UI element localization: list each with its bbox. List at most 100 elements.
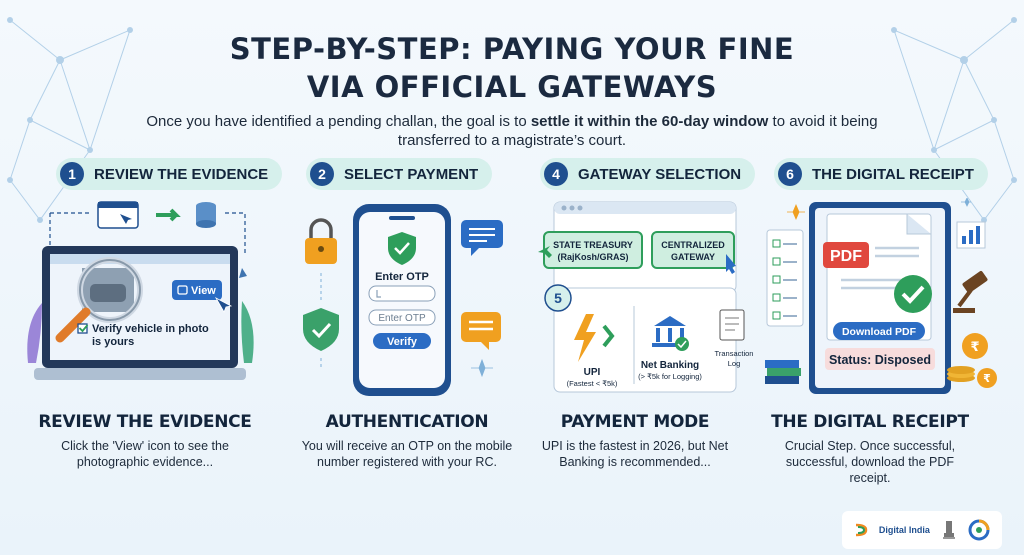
- caption-title: PAYMENT MODE: [560, 412, 710, 432]
- transaction-log-line2: Log: [728, 359, 741, 368]
- page-subtitle: Once you have identified a pending chall…: [140, 112, 884, 150]
- click-cursor-icon: [214, 296, 233, 313]
- status-text: Status: Disposed: [829, 353, 931, 367]
- ministry-logo-icon: [968, 519, 990, 541]
- svg-text:₹: ₹: [983, 373, 991, 385]
- sparkle-icon-3: [961, 198, 971, 207]
- otp-input-2[interactable]: [368, 309, 436, 326]
- step-label-6: THE DIGITAL RECEIPT: [812, 165, 974, 183]
- pdf-label: PDF: [830, 248, 862, 265]
- network-decoration-right: [891, 17, 1017, 223]
- step-number-5-badge: [544, 284, 572, 312]
- review-evidence-illustration: View Verify vehicle in photo is yours: [27, 201, 254, 380]
- download-pdf-label: Download PDF: [842, 326, 917, 338]
- verify-checkbox[interactable]: [77, 323, 88, 334]
- svg-text:₹: ₹: [970, 339, 979, 354]
- title-line-2: VIA OFFICIAL GATEWAYS: [306, 70, 718, 104]
- centralized-gateway-option[interactable]: [651, 231, 735, 269]
- subtitle-pre: Once you have identified a pending chall…: [146, 113, 531, 130]
- step-number-2: 2: [310, 162, 334, 186]
- caption-title: REVIEW THE EVIDENCE: [38, 412, 252, 432]
- database-icon: [196, 202, 216, 228]
- cursor-icon: [120, 214, 132, 224]
- pdf-badge: [823, 242, 869, 268]
- padlock-icon: [305, 218, 337, 264]
- cursor-icon-2: [239, 268, 247, 278]
- plant-decoration: [27, 303, 42, 363]
- emblem-icon: [943, 521, 956, 539]
- arrow-icon: [156, 208, 181, 222]
- sparkle-icon-2: [787, 203, 805, 221]
- click-cursor-icon-3: [726, 254, 736, 274]
- caption-text: You will receive an OTP on the mobile nu…: [301, 439, 513, 469]
- step-number-1: 1: [60, 162, 84, 186]
- otp-input[interactable]: [368, 285, 436, 302]
- download-pdf-button[interactable]: [833, 322, 925, 340]
- caption-text: Crucial Step. Once successful, successfu…: [784, 439, 956, 485]
- subtitle-emphasis: settle it within the 60-day window: [530, 113, 769, 130]
- left-cursor-icon: [538, 246, 552, 258]
- bar-chart-icon: [956, 221, 986, 249]
- gavel-icon: [953, 270, 988, 313]
- netbanking-note: (> ₹5k for Logging): [638, 372, 702, 381]
- upi-icon: [574, 314, 615, 362]
- step-label-1: REVIEW THE EVIDENCE: [94, 165, 269, 183]
- transaction-log-line1: Transaction: [715, 349, 754, 358]
- centralized-label: CENTRALIZED: [661, 240, 725, 250]
- state-treasury-option[interactable]: [543, 231, 643, 269]
- gateway-illustration: STATE TREASURY (RajKosh/GRAS) CENTRALIZE…: [538, 201, 754, 393]
- verify-text-line1: Verify vehicle in photo: [92, 323, 209, 335]
- magnifier-icon: [55, 257, 143, 343]
- message-bubble-icon: [461, 312, 501, 350]
- step-label-4: GATEWAY SELECTION: [578, 165, 742, 183]
- laptop-base: [34, 368, 246, 380]
- otp-illustration: Enter OTP Enter OTP Verify: [303, 204, 503, 396]
- page-title: STEP-BY-STEP: PAYING YOUR FINE VIA OFFIC…: [0, 30, 1024, 106]
- success-check-icon: [894, 275, 932, 313]
- rupee-coin-icon: ₹: [962, 333, 988, 359]
- caption-payment-mode: PAYMENT MODE UPI is the fastest in 2026,…: [540, 412, 730, 470]
- step-pill-2: 2 SELECT PAYMENT: [306, 158, 493, 190]
- network-decoration-left: [7, 17, 133, 223]
- subtitle-post: to avoid it being transferred to a magis…: [397, 113, 878, 149]
- caption-title: AUTHENTICATION: [325, 412, 489, 432]
- caption-authentication: AUTHENTICATION You will receive an OTP o…: [292, 412, 522, 470]
- caption-review: REVIEW THE EVIDENCE Click the 'View' ico…: [30, 412, 260, 470]
- view-button-label: View: [191, 285, 216, 297]
- digital-india-logo-icon: [855, 523, 867, 537]
- book-stack-icon: [765, 360, 801, 384]
- view-button[interactable]: [172, 280, 222, 300]
- transaction-log-icon: [719, 309, 745, 341]
- plant-decoration-2: [241, 301, 254, 363]
- step-pill-6: 6 THE DIGITAL RECEIPT: [774, 158, 988, 190]
- coin-stack-icon: ₹: [947, 366, 997, 388]
- caption-title: THE DIGITAL RECEIPT: [771, 412, 969, 432]
- step-pill-4: 4 GATEWAY SELECTION: [540, 158, 756, 190]
- laptop-screen: [50, 254, 230, 360]
- checklist-icon: [766, 229, 804, 327]
- shield-check-icon: [388, 232, 416, 265]
- sparkle-icon: [471, 358, 493, 378]
- centralized-sub: GATEWAY: [671, 252, 715, 262]
- step-label-2: SELECT PAYMENT: [344, 165, 479, 183]
- step-number-4: 4: [544, 162, 568, 186]
- verify-button[interactable]: [373, 333, 431, 349]
- step-number-5: 5: [554, 290, 562, 306]
- status-badge: [825, 348, 935, 370]
- receipt-illustration: PDF Download PDF Status: Disposed ₹ ₹: [765, 198, 997, 394]
- otp-placeholder: Enter OTP: [378, 313, 426, 324]
- state-treasury-label: STATE TREASURY: [553, 240, 633, 250]
- shield-icon-left: [303, 308, 339, 351]
- verify-button-label: Verify: [387, 336, 418, 348]
- step-pill-1: 1 REVIEW THE EVIDENCE: [56, 158, 283, 190]
- caption-text: Click the 'View' icon to see the photogr…: [61, 439, 229, 469]
- state-treasury-sub: (RajKosh/GRAS): [557, 252, 628, 262]
- upi-note: (Fastest < ₹5k): [567, 379, 618, 388]
- title-line-1: STEP-BY-STEP: PAYING YOUR FINE: [229, 32, 795, 66]
- step-number-6: 6: [778, 162, 802, 186]
- footer-logos: Digital India: [842, 511, 1002, 549]
- caption-digital-receipt: THE DIGITAL RECEIPT Crucial Step. Once s…: [770, 412, 970, 486]
- caption-text: UPI is the fastest in 2026, but Net Bank…: [541, 439, 729, 469]
- check-icon: [78, 324, 89, 333]
- image-icon: [177, 285, 188, 295]
